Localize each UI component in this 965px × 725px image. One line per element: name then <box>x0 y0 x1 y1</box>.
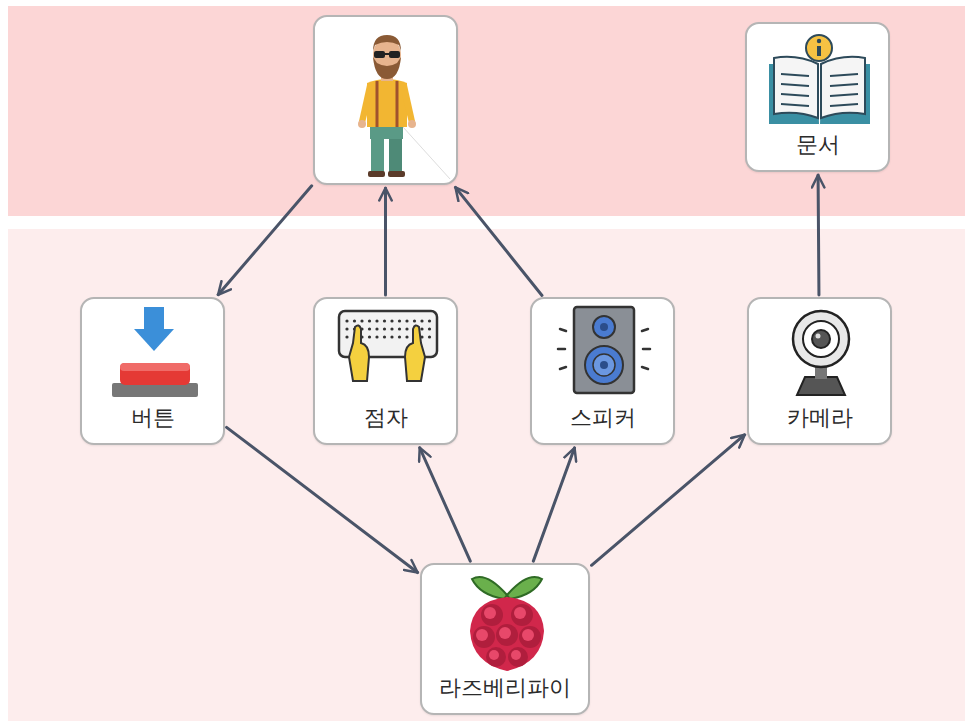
flow-arrow <box>817 175 821 295</box>
component-box <box>313 15 458 185</box>
component-box: 문서 <box>745 22 890 172</box>
blind-person-figure <box>315 17 460 187</box>
box-label: 라즈베리파이 <box>422 675 588 701</box>
flow-arrow <box>218 186 312 295</box>
box-label: 문서 <box>747 132 888 158</box>
component-box: 라즈베리파이 <box>420 563 590 715</box>
component-box: 버튼 <box>80 297 225 445</box>
device-band <box>8 229 965 721</box>
flow-arrow <box>420 448 471 561</box>
box-label: 스피커 <box>532 405 673 431</box>
box-label: 카메라 <box>749 405 890 431</box>
box-label: 점자 <box>315 405 456 431</box>
flow-arrow <box>592 435 745 566</box>
component-box: 카메라 <box>747 297 892 445</box>
component-box: 점자 <box>313 297 458 445</box>
flow-arrow <box>533 448 574 561</box>
box-label: 버튼 <box>82 405 223 431</box>
flow-arrow <box>455 187 542 295</box>
user-band <box>8 6 965 216</box>
component-box: 스피커 <box>530 297 675 445</box>
flow-arrow <box>384 188 387 295</box>
flow-arrow <box>227 427 418 572</box>
